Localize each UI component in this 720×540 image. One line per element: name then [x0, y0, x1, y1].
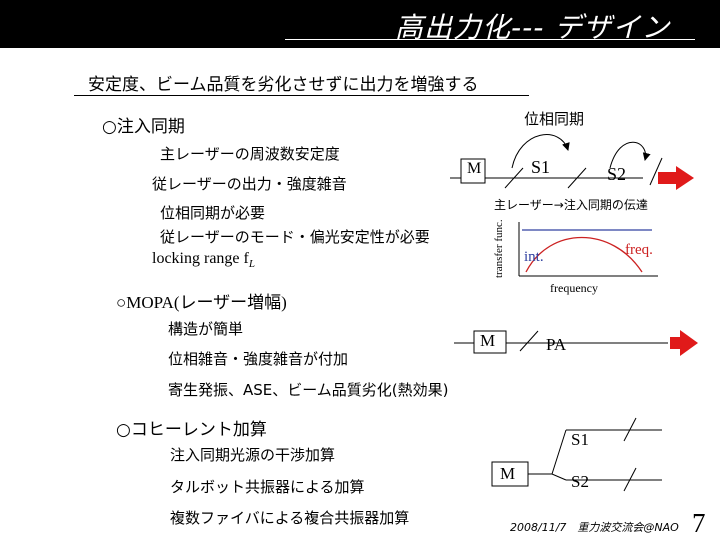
- slide-title: 高出力化--- デザイン: [395, 11, 671, 44]
- master-label: M: [467, 160, 482, 177]
- splitter-mirror: [504, 167, 524, 189]
- page-number: 7: [692, 508, 706, 538]
- mopa-item: 構造が簡単: [168, 320, 244, 338]
- output-arrow-head: [676, 166, 694, 190]
- s2-mirror: [623, 467, 637, 492]
- transfer-ylabel: transfer func.: [493, 219, 505, 278]
- slide-subtitle: 安定度、ビーム品質を劣化させずに出力を増強する: [88, 75, 479, 95]
- s1-mirror: [623, 417, 637, 442]
- mopa-item: 寄生発振、ASE、ビーム品質劣化(熱効果): [168, 381, 449, 399]
- title-bar: [0, 0, 720, 48]
- injection-item: 位相同期が必要: [160, 204, 266, 222]
- mopa-item: 位相雑音・強度雑音が付加: [168, 350, 349, 368]
- coherent-heading: ○コヒーレント加算: [116, 420, 267, 440]
- injection-heading: ○注入同期: [102, 117, 185, 137]
- coherent-slave1-label: S1: [571, 430, 589, 449]
- mopa-master-label: M: [480, 331, 496, 350]
- coherent-item: タルボット共振器による加算: [170, 478, 365, 496]
- branch-line: [528, 429, 567, 475]
- footer-text: 2008/11/7 重力波交流会@NAO: [510, 521, 679, 534]
- injection-diagram: [450, 134, 694, 277]
- master-laser-box: [460, 158, 486, 184]
- branch-line: [528, 473, 567, 481]
- int-label: int.: [524, 249, 544, 265]
- slave1-label: S1: [531, 157, 551, 177]
- mopa-diagram: [454, 330, 698, 356]
- coherent-item: 注入同期光源の干渉加算: [170, 446, 336, 464]
- coherent-slave2-label: S2: [571, 472, 589, 491]
- mopa-heading: ○MOPA(レーザー増幅): [116, 293, 287, 312]
- freq-curve: [525, 237, 643, 273]
- injection-item: 従レーザーの出力・強度雑音: [152, 175, 347, 193]
- coherent-diagram: [491, 417, 662, 492]
- coherent-item: 複数ファイバによる複合共振器加算: [170, 509, 410, 527]
- coherent-master-label: M: [500, 464, 516, 483]
- mopa-output-arrow-shaft: [670, 337, 682, 349]
- splitter-mirror: [567, 167, 587, 189]
- injection-item: 主レーザーの周波数安定度: [160, 145, 340, 163]
- output-arrow-shaft: [658, 172, 678, 184]
- transfer-title: 主レーザー→注入同期の伝達: [494, 198, 648, 212]
- title-underline: [285, 39, 695, 40]
- injection-item: 従レーザーのモード・偏光安定性が必要: [160, 228, 430, 246]
- freq-label: freq.: [625, 242, 653, 258]
- output-mirror: [649, 157, 663, 186]
- phase-lock-label: 位相同期: [524, 110, 585, 128]
- slave2-label: S2: [607, 164, 627, 184]
- phase-lock-arrow: [511, 134, 570, 169]
- amplifier-mirror: [519, 330, 539, 352]
- master-laser-box: [473, 330, 507, 354]
- phase-lock-arrow: [609, 141, 651, 169]
- amplifier-label: PA: [546, 335, 567, 354]
- mopa-output-arrow-head: [680, 330, 698, 356]
- subtitle-underline: [74, 95, 529, 96]
- locking-range-text: locking range fL: [152, 250, 255, 271]
- transfer-xlabel: frequency: [550, 281, 598, 295]
